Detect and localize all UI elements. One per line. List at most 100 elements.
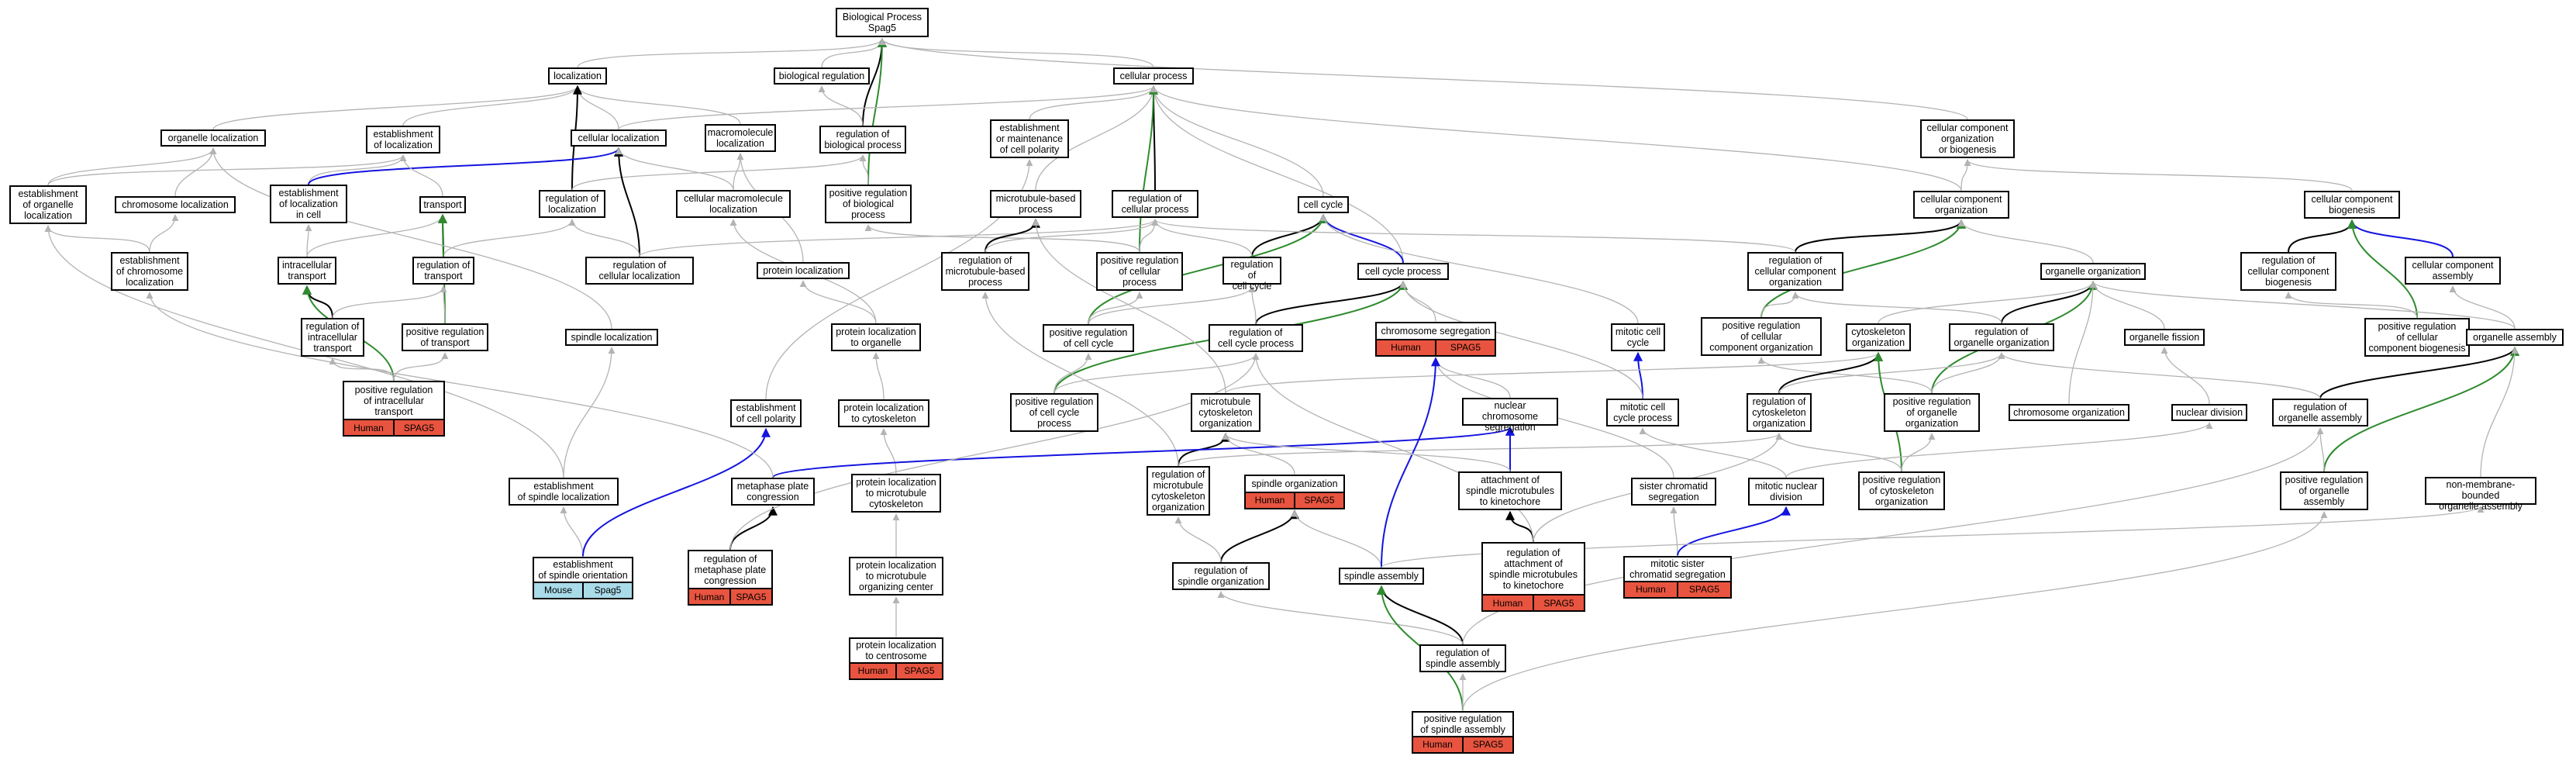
term-node-regcytoorg[interactable]: regulation of cytoskeleton organization: [1747, 393, 1812, 432]
term-node-regspindleorg[interactable]: regulation of spindle organization: [1172, 562, 1270, 590]
term-node-regcp[interactable]: regulation of cellular process: [1112, 190, 1198, 218]
term-node-mtcytoorg[interactable]: microtubule cytoskeleton organization: [1191, 393, 1260, 432]
term-node-cellmacroloc[interactable]: cellular macromolecule localization: [676, 190, 791, 218]
term-node-regbp[interactable]: regulation of biological process: [819, 126, 906, 154]
species-label: Human: [689, 589, 729, 604]
term-node-bp[interactable]: Biological Process Spag5: [836, 8, 929, 37]
species-label: Human: [344, 420, 393, 435]
term-node-spindleloc[interactable]: spindle localization: [565, 329, 658, 346]
term-node-cco[interactable]: cellular component organization: [1913, 191, 2009, 219]
term-node-orgorg[interactable]: organelle organization: [2040, 263, 2146, 280]
gene-label: SPAG5: [729, 589, 771, 604]
term-node-regccorg[interactable]: regulation of cellular component organiz…: [1747, 252, 1843, 291]
term-node-mitccproc[interactable]: mitotic cell cycle process: [1606, 399, 1679, 426]
term-label: non-membrane-bounded organelle assembly: [2439, 479, 2523, 512]
term-node-cytoorg[interactable]: cytoskeleton organization: [1846, 323, 1911, 351]
term-node-regccproc[interactable]: regulation of cell cycle process: [1209, 324, 1303, 352]
term-node-posregict[interactable]: positive regulation of intracellular tra…: [343, 381, 445, 437]
term-node-chromloc[interactable]: chromosome localization: [115, 196, 236, 213]
term-node-metcong[interactable]: metaphase plate congression: [731, 478, 815, 506]
edge-regmetcong-to-regccproc: [729, 353, 1260, 551]
term-node-regmbp[interactable]: regulation of microtubule-based process: [941, 252, 1029, 291]
term-node-posregcp[interactable]: positive regulation of cellular process: [1096, 252, 1183, 291]
term-node-nucdiv[interactable]: nuclear division: [2171, 404, 2247, 421]
edge-mbp-to-cp: [1035, 85, 1157, 191]
term-label: regulation of cell cycle: [1230, 259, 1274, 292]
term-label: regulation of spindle assembly: [1426, 647, 1500, 669]
term-node-nonmemb[interactable]: non-membrane-bounded organelle assembly: [2425, 477, 2536, 512]
term-node-regmetcong[interactable]: regulation of metaphase plate congressio…: [688, 550, 773, 606]
term-node-orgassembly[interactable]: organelle assembly: [2466, 329, 2564, 346]
term-node-regcellloc[interactable]: regulation of cellular localization: [585, 257, 694, 285]
term-node-regorgassembly[interactable]: regulation of organelle assembly: [2272, 399, 2368, 426]
term-node-orgloc[interactable]: organelle localization: [160, 129, 266, 147]
term-node-cellloc[interactable]: cellular localization: [571, 129, 667, 147]
term-node-cp[interactable]: cellular process: [1113, 67, 1194, 85]
term-node-regmtcytoorg[interactable]: regulation of microtubule cytoskeleton o…: [1147, 466, 1210, 516]
term-node-sisterseg[interactable]: sister chromatid segregation: [1631, 478, 1716, 506]
term-label: regulation of intracellular transport: [305, 321, 360, 354]
term-node-protloctocyto[interactable]: protein localization to cytoskeleton: [838, 399, 929, 427]
species-label: Human: [1413, 737, 1462, 752]
term-node-orgfission[interactable]: organelle fission: [2124, 329, 2205, 346]
term-node-regict[interactable]: regulation of intracellular transport: [301, 318, 364, 357]
term-node-regloc[interactable]: regulation of localization: [539, 190, 605, 218]
term-label: protein localization to microtubule orga…: [856, 560, 936, 592]
term-node-regcc[interactable]: regulation of cell cycle: [1222, 257, 1281, 292]
term-node-estspindleloc[interactable]: establishment of spindle localization: [509, 478, 619, 506]
term-node-regspindleassembly[interactable]: regulation of spindle assembly: [1419, 644, 1506, 672]
term-node-chromorg[interactable]: chromosome organization: [2009, 404, 2129, 421]
term-node-estlocincell[interactable]: establishment of localization in cell: [270, 185, 347, 223]
term-node-posregccbio[interactable]: positive regulation of cellular componen…: [2364, 318, 2470, 357]
term-node-posregbp[interactable]: positive regulation of biological proces…: [825, 185, 912, 223]
term-node-mitnucdiv[interactable]: mitotic nuclear division: [1748, 478, 1824, 506]
term-node-protloc[interactable]: protein localization: [757, 262, 850, 279]
term-node-bioreg[interactable]: biological regulation: [774, 67, 870, 85]
term-node-regtransport[interactable]: regulation of transport: [412, 257, 474, 285]
term-label: metaphase plate congression: [736, 481, 809, 502]
term-node-spindleassembly[interactable]: spindle assembly: [1339, 568, 1424, 585]
term-node-posregcytoorg[interactable]: positive regulation of cytoskeleton orga…: [1858, 471, 1945, 510]
term-node-transport[interactable]: transport: [419, 196, 466, 213]
term-node-estchromloc[interactable]: establishment of chromosome localization: [111, 252, 188, 291]
term-node-posregccorg[interactable]: positive regulation of cellular componen…: [1701, 317, 1822, 356]
term-node-posregorgorg[interactable]: positive regulation of organelle organiz…: [1884, 393, 1980, 432]
term-node-cellcycle[interactable]: cell cycle: [1298, 196, 1349, 213]
term-node-ccassembly[interactable]: cellular component assembly: [2405, 257, 2501, 285]
term-node-mitcc[interactable]: mitotic cell cycle: [1611, 323, 1665, 351]
term-node-estcellpol[interactable]: establishment of cell polarity: [730, 399, 802, 427]
term-node-attach[interactable]: attachment of spindle microtubules to ki…: [1458, 471, 1562, 510]
term-node-protloctomtoc[interactable]: protein localization to microtubule orga…: [849, 557, 943, 596]
term-label: regulation of cellular process: [1121, 193, 1189, 215]
term-node-regattach[interactable]: regulation of attachment of spindle micr…: [1481, 542, 1585, 612]
term-node-estorgloc[interactable]: establishment of organelle localization: [9, 185, 87, 224]
term-node-protloctomtcyto[interactable]: protein localization to microtubule cyto…: [851, 474, 941, 513]
term-node-posregtransport[interactable]: positive regulation of transport: [402, 323, 488, 351]
term-node-posregorgassembly[interactable]: positive regulation of organelle assembl…: [2280, 471, 2368, 510]
term-node-ccproc[interactable]: cell cycle process: [1357, 263, 1449, 280]
term-node-loc[interactable]: localization: [548, 67, 607, 85]
term-node-regorgorg[interactable]: regulation of organelle organization: [1949, 323, 2054, 351]
term-node-ccob[interactable]: cellular component organization or bioge…: [1920, 119, 2015, 158]
term-node-regccbio[interactable]: regulation of cellular component biogene…: [2240, 252, 2336, 291]
term-node-posregcc[interactable]: positive regulation of cell cycle: [1043, 324, 1134, 352]
term-node-ict[interactable]: intracellular transport: [278, 257, 336, 285]
term-node-ccb[interactable]: cellular component biogenesis: [2304, 191, 2400, 219]
term-node-posregccproc[interactable]: positive regulation of cell cycle proces…: [1010, 393, 1098, 432]
term-node-protloctoorg[interactable]: protein localization to organelle: [831, 323, 921, 351]
term-node-estpol[interactable]: establishment or maintenance of cell pol…: [990, 119, 1069, 158]
edge-regmtcytoorg-to-regcytoorg: [1178, 433, 1783, 467]
edge-orgfission-to-orgorg: [2089, 281, 2165, 330]
term-node-estloc[interactable]: establishment of localization: [366, 126, 440, 154]
term-node-macroloc[interactable]: macromolecule localization: [705, 124, 776, 152]
term-node-mbp[interactable]: microtubule-based process: [990, 190, 1081, 218]
term-node-nuclchromseg[interactable]: nuclear chromosome segregation: [1462, 398, 1558, 433]
term-label: regulation of microtubule-based process: [945, 255, 1026, 288]
